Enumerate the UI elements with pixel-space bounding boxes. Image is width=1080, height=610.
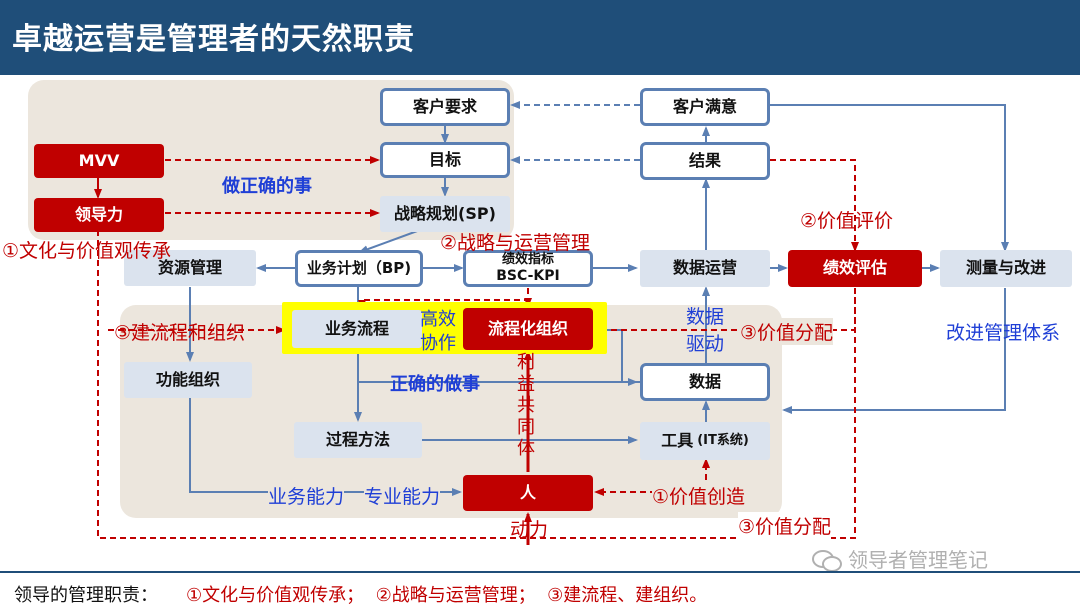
- value-distribution-label-b: ③价值分配: [738, 512, 832, 539]
- watermark-text: 领导者管理笔记: [848, 548, 988, 572]
- kpi-sub-label: BSC-KPI: [496, 267, 560, 284]
- improve-system-label: 改进管理体系: [946, 322, 1061, 344]
- leadership-node: 领导力: [34, 198, 164, 232]
- efficient-label: 高效: [420, 309, 456, 330]
- do-right-things-label: 做正确的事: [222, 176, 312, 197]
- business-capability-label: 业务能力: [268, 482, 345, 509]
- value-distribution-label-a: ③价值分配: [740, 318, 834, 345]
- functional-organization-node: 功能组织: [124, 362, 252, 398]
- do-things-right-label: 正确的做事: [390, 374, 480, 395]
- kpi-node: 绩效指标 BSC-KPI: [463, 250, 593, 287]
- footer-items: ①文化与价值观传承； ②战略与运营管理； ③建流程、建组织。: [186, 585, 708, 606]
- value-appraisal-label: ②价值评价: [800, 210, 894, 232]
- title-bar: 卓越运营是管理者的天然职责: [0, 0, 1080, 75]
- value-creation-label: ①价值创造: [652, 482, 746, 509]
- business-process-node: 业务流程: [292, 310, 422, 348]
- culture-values-label: ①文化与价值观传承: [2, 240, 172, 262]
- footer-bar: 领导的管理职责： ①文化与价值观传承； ②战略与运营管理； ③建流程、建组织。: [0, 571, 1080, 610]
- people-node: 人: [463, 475, 593, 511]
- data-operation-node: 数据运营: [640, 250, 770, 287]
- business-plan-node: 业务计划（BP): [295, 250, 423, 287]
- result-node: 结果: [640, 142, 770, 180]
- footer-lead: 领导的管理职责：: [14, 585, 158, 606]
- goal-node: 目标: [380, 142, 510, 178]
- resource-management-node: 资源管理: [124, 250, 256, 286]
- kpi-label: 绩效指标: [501, 251, 554, 267]
- build-process-label: ③建流程和组织: [114, 322, 246, 344]
- process-organization-node: 流程化组织: [463, 308, 593, 350]
- tools-label: 工具: [661, 430, 694, 450]
- professional-capability-label: 专业能力: [364, 482, 441, 509]
- customer-satisfaction-node: 客户满意: [640, 88, 770, 126]
- data-driven-label-b: 驱动: [686, 333, 725, 355]
- strategy-operation-label: ②战略与运营管理: [440, 232, 591, 254]
- data-driven-label-a: 数据: [686, 306, 725, 328]
- performance-appraisal-node: 绩效评估: [788, 250, 922, 287]
- tools-sub-label: (IT系统): [697, 432, 749, 448]
- wechat-icon: [812, 548, 842, 572]
- common-interest-label: 利益共同体: [517, 352, 535, 460]
- data-node: 数据: [640, 363, 770, 401]
- customer-requirement-node: 客户要求: [380, 88, 510, 126]
- watermark: 领导者管理笔记: [812, 544, 988, 573]
- mvv-node: MVV: [34, 144, 164, 178]
- process-method-node: 过程方法: [294, 422, 422, 458]
- motivation-label: 动力: [510, 519, 549, 541]
- strategy-planning-node: 战略规划(SP): [380, 196, 510, 232]
- collaboration-label: 协作: [420, 333, 456, 354]
- page-title: 卓越运营是管理者的天然职责: [12, 22, 415, 57]
- measure-improve-node: 测量与改进: [940, 250, 1072, 287]
- tools-node: 工具 (IT系统): [640, 422, 770, 460]
